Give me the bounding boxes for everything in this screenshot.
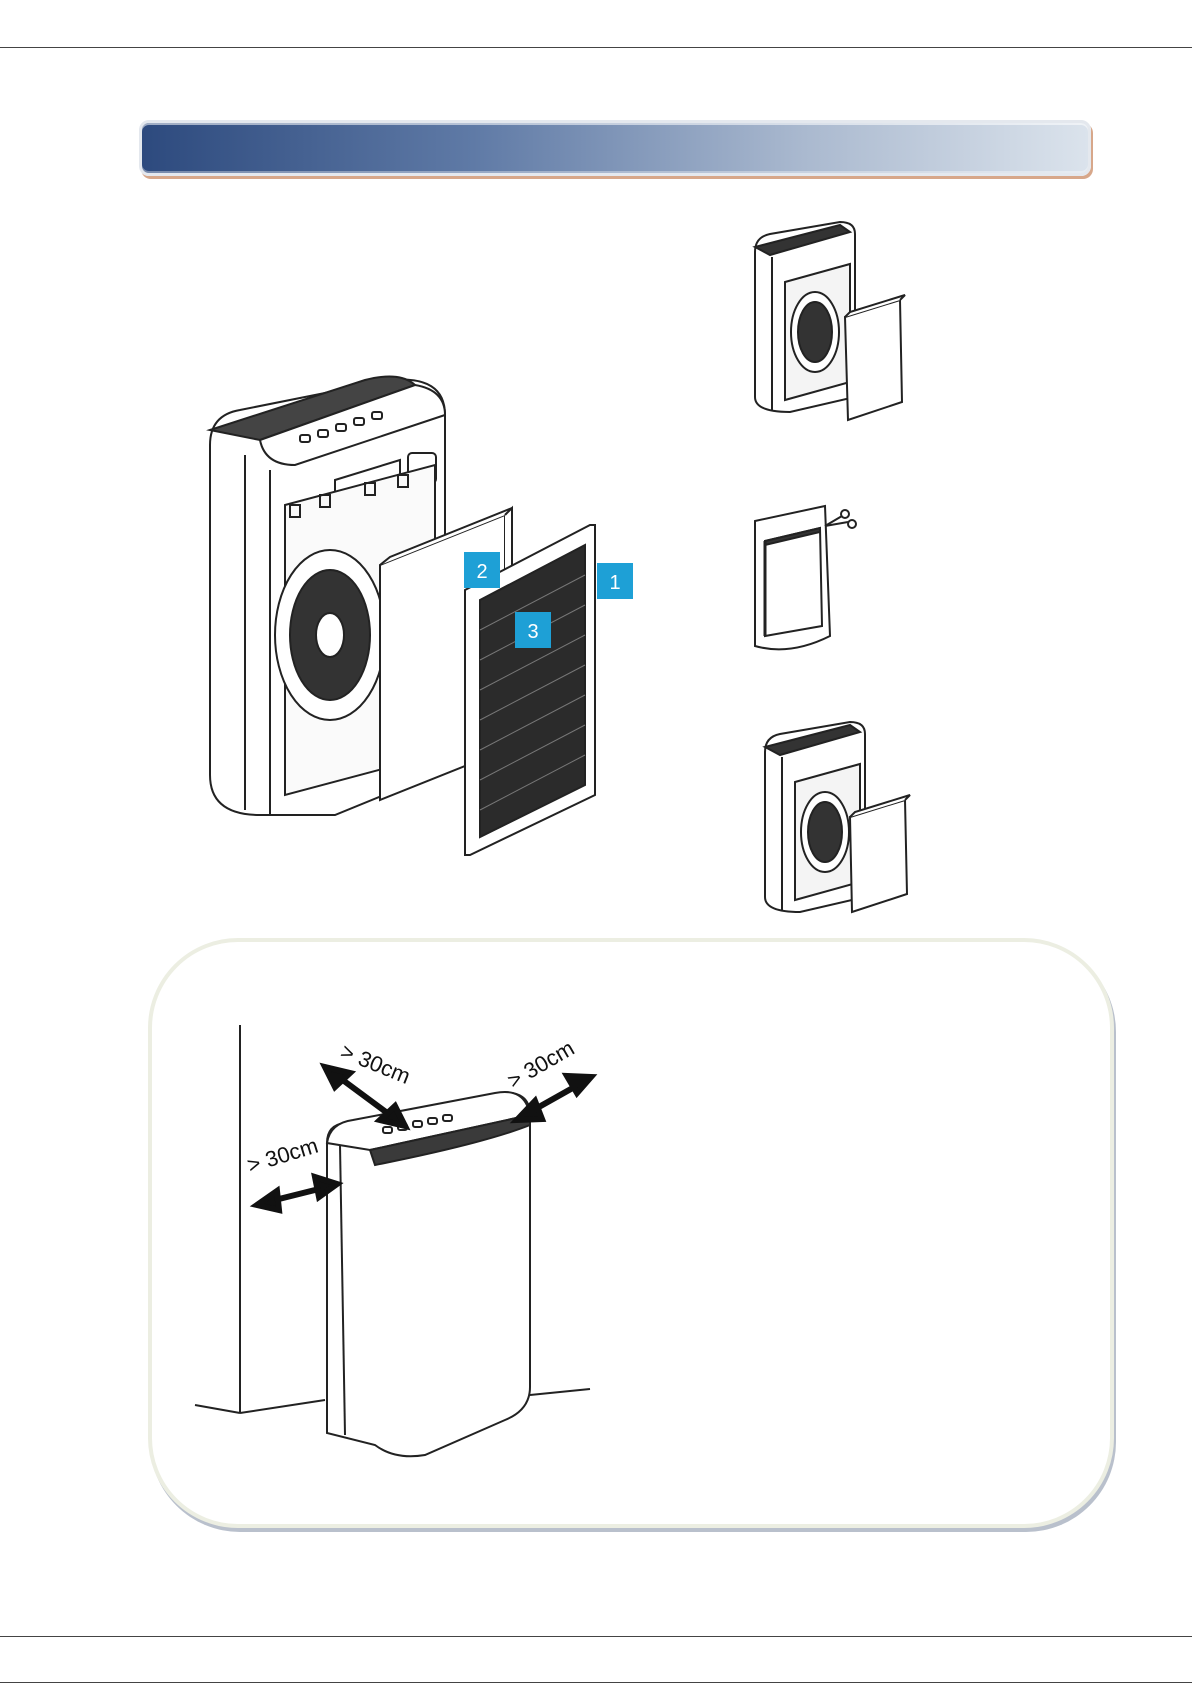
svg-text:2: 2	[476, 561, 487, 583]
placement-illustration: > 30cm > 30cm > 30cm	[195, 1015, 605, 1455]
svg-text:1: 1	[609, 572, 620, 594]
scissors-icon	[825, 510, 856, 528]
section-header-bar	[139, 120, 1091, 176]
top-rule	[0, 47, 1192, 48]
step-remove-filter-illustration	[750, 222, 930, 417]
clearance-right-label: > 30cm	[503, 1035, 579, 1093]
filter-label-3: 3	[515, 612, 551, 648]
filter-label-1: 1	[597, 563, 633, 599]
step-insert-filter-illustration	[760, 722, 940, 917]
clearance-left-label: > 30cm	[244, 1133, 321, 1178]
bottom-rule-1	[0, 1636, 1192, 1637]
bottom-rule-2	[0, 1682, 1192, 1683]
purifier-exploded-illustration	[200, 375, 660, 885]
step-unpack-filter-illustration	[750, 506, 870, 656]
filter-label-2: 2	[464, 552, 500, 588]
svg-text:3: 3	[527, 621, 538, 643]
